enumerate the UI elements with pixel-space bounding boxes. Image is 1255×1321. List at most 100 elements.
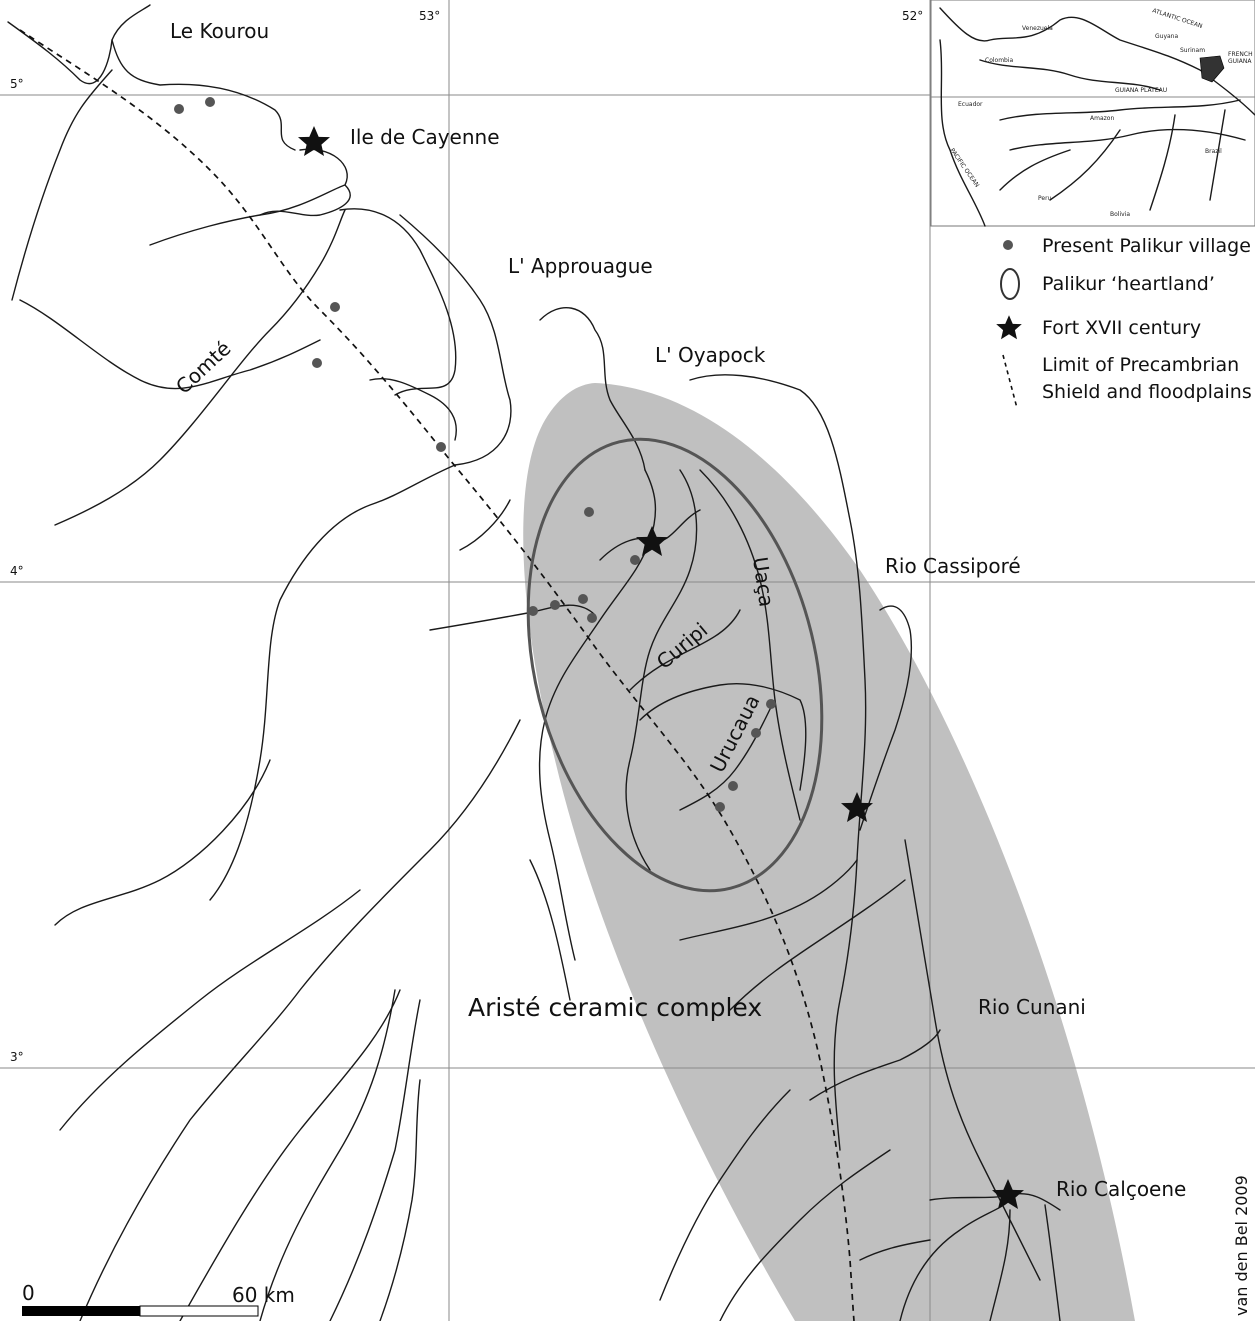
river-west-branch-6 <box>379 1079 421 1321</box>
village-dot <box>728 781 738 791</box>
label-comte: Comté <box>171 336 236 398</box>
scale-bar-white <box>139 1305 259 1317</box>
cayenne-island <box>259 148 351 217</box>
inset-river-4 <box>1209 109 1226 201</box>
inset-amazon <box>999 99 1241 121</box>
label-oyapock: L' Oyapock <box>655 343 766 367</box>
river-curipi-3 <box>629 609 741 691</box>
village-dot <box>436 442 446 452</box>
inset-label-brazil: Brazil <box>1205 148 1222 155</box>
river-uaca <box>699 469 801 821</box>
river-oyapock-mouth <box>539 307 646 471</box>
coastline-north <box>7 4 151 85</box>
lat-label-4: 4° <box>10 564 24 578</box>
inset-river-1 <box>1009 128 1246 151</box>
river-cassipore-low <box>833 859 858 1151</box>
inset-label-surinam: Surinam <box>1180 47 1205 54</box>
river-cunani <box>904 839 1041 1281</box>
village-dot <box>751 728 761 738</box>
village-dot <box>578 594 588 604</box>
inset-label-colombia: Colombia <box>985 57 1014 64</box>
inset-river-6 <box>999 149 1071 191</box>
river-west-long <box>54 759 271 926</box>
inset-label-guiana-plateau: GUIANA PLATEAU <box>1115 87 1167 94</box>
river-west-branch-4 <box>259 989 396 1321</box>
village-dot <box>528 606 538 616</box>
river-mid-1 <box>459 499 511 551</box>
river-urucaua <box>639 682 807 791</box>
village-dot <box>174 104 184 114</box>
inset-label-fg-2: GUIANA <box>1228 58 1252 65</box>
scale-bar-black <box>22 1306 140 1316</box>
river-approuague <box>399 214 512 466</box>
village-dot <box>715 802 725 812</box>
river-south-trib-3 <box>659 1089 791 1301</box>
village-dot <box>587 613 597 623</box>
credit-text: van den Bel 2009 <box>1232 1175 1251 1316</box>
lon-label-52: 52° <box>902 9 923 23</box>
village-dot <box>330 302 340 312</box>
inset-label-amazon: Amazon <box>1090 115 1114 122</box>
fort-star-icon <box>996 315 1022 340</box>
river-cassipore-east <box>689 374 867 861</box>
legend: Present Palikur village Palikur ‘heartla… <box>996 235 1252 409</box>
inset-label-ecuador: Ecuador <box>958 101 983 108</box>
lon-label-53: 53° <box>419 9 440 23</box>
river-branch-west <box>19 299 321 390</box>
river-west-branch <box>79 719 521 1321</box>
rivers <box>7 4 1061 1321</box>
inset-frame <box>930 0 1255 227</box>
scale-bar: 0 60 km <box>22 1281 295 1317</box>
inset-label-bolivia: Bolivia <box>1110 211 1130 218</box>
label-le-kourou: Le Kourou <box>170 19 269 43</box>
inset-french-guiana <box>1199 55 1225 83</box>
village-dot <box>550 600 560 610</box>
river-kourou <box>11 69 113 301</box>
river-curipi <box>625 469 698 871</box>
inset-label-peru: Peru <box>1038 195 1052 202</box>
river-comte-upper <box>149 184 346 246</box>
river-calcoene-2 <box>899 1199 1011 1321</box>
inset-label-guyana: Guyana <box>1155 33 1178 40</box>
river-comte <box>54 209 346 526</box>
village-dot-icon <box>1003 240 1013 250</box>
label-ariste-complex: Aristé ceramic complex <box>468 993 762 1022</box>
scale-start-label: 0 <box>22 1281 35 1305</box>
scale-end-label: 60 km <box>232 1283 295 1307</box>
dashed-line-icon <box>1002 354 1018 409</box>
village-dot <box>584 507 594 517</box>
inset-river-3 <box>1149 114 1176 211</box>
river-cassipore <box>859 605 913 831</box>
legend-limit-2: Shield and floodplains <box>1042 381 1252 403</box>
villages <box>174 97 776 812</box>
river-mid-2 <box>529 859 571 1001</box>
river-west-branch-3 <box>179 989 401 1321</box>
coastline-kourou <box>111 39 296 151</box>
legend-fort: Fort XVII century <box>1042 317 1201 339</box>
label-rio-cassipore: Rio Cassiporé <box>885 554 1021 578</box>
heartland-ellipse <box>526 437 824 893</box>
inset-river-2 <box>1049 129 1121 201</box>
river-west-branch-5 <box>329 999 421 1321</box>
river-urucaua-2 <box>679 704 773 811</box>
village-dot <box>766 699 776 709</box>
label-rio-cunani: Rio Cunani <box>978 995 1086 1019</box>
river-south-trib-4 <box>719 1149 891 1321</box>
river-west-branch-2 <box>59 889 361 1131</box>
lat-label-3: 3° <box>10 1050 24 1064</box>
label-rio-calcoene: Rio Calçoene <box>1056 1177 1186 1201</box>
label-ile-de-cayenne: Ile de Cayenne <box>350 125 500 149</box>
river-approuague-low <box>209 464 456 901</box>
river-comte-east <box>339 208 457 396</box>
inset-label-fg-1: FRENCH <box>1228 51 1253 58</box>
precambrian-limit-line <box>19 29 855 1321</box>
legend-limit-1: Limit of Precambrian <box>1042 354 1239 376</box>
inset-map: ATLANTIC OCEAN Venezuela Guyana Surinam … <box>930 0 1255 227</box>
river-south-trib-2 <box>1044 1204 1061 1321</box>
river-south-trib <box>989 1209 1011 1321</box>
inset-river-5 <box>979 59 1161 91</box>
village-dot <box>312 358 322 368</box>
inset-west-coast <box>939 39 986 227</box>
